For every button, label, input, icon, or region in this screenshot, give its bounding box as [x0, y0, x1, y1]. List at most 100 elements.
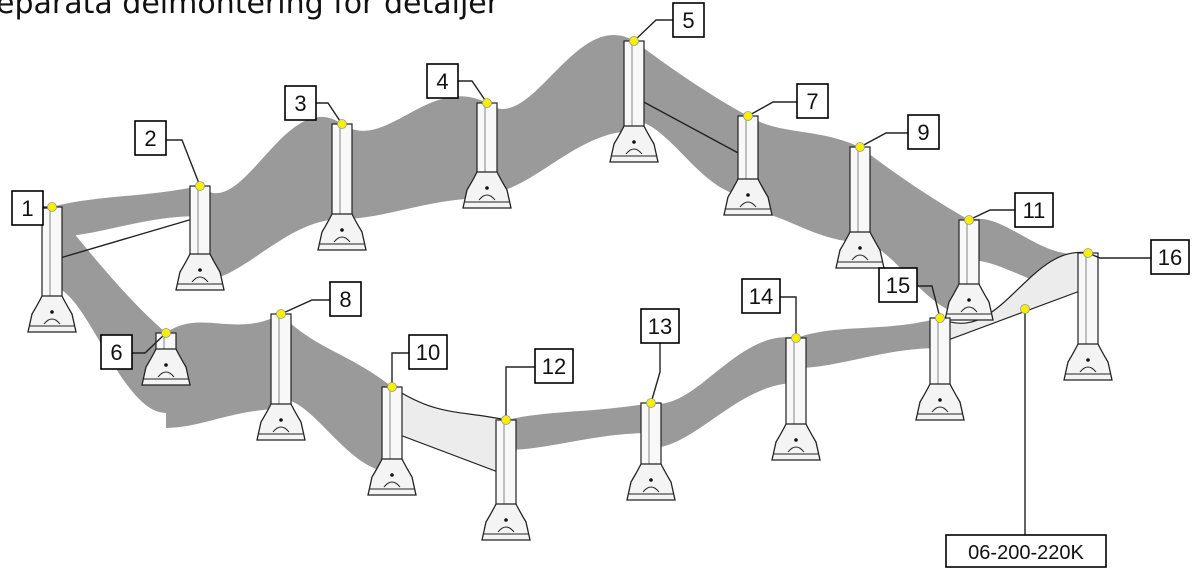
- panel-front-8-10: [281, 314, 392, 472]
- callout-leader-8: [280, 299, 330, 315]
- fence-post-13: [626, 402, 676, 501]
- fence-post-9: [835, 146, 885, 269]
- fence-post-4: [462, 102, 512, 209]
- callout-number-4: 4: [436, 69, 448, 94]
- callout-leader-6: [132, 332, 167, 354]
- callout-box-9: [907, 114, 940, 150]
- callout-leader-3: [316, 102, 343, 125]
- callout-number-3: 3: [294, 91, 306, 116]
- callout-box-4: [426, 63, 459, 99]
- panel-front-1-6: [52, 207, 166, 413]
- callout-box-16: [1150, 239, 1190, 275]
- rail-left: [59, 217, 197, 259]
- callout-number-1: 1: [21, 196, 33, 221]
- fence-post-7: [723, 115, 773, 216]
- callout-number-6: 6: [110, 340, 122, 365]
- callout-number-8: 8: [339, 287, 351, 312]
- callout-number-9: 9: [917, 120, 929, 145]
- fence-posts: [27, 40, 1113, 541]
- callout-leader-12: [505, 366, 535, 420]
- joint-marker-7: [743, 111, 753, 121]
- callout-leader-11: [968, 209, 1015, 221]
- callout-box-7: [796, 83, 829, 119]
- panel-back-1-2: [52, 186, 200, 237]
- panel-front-6-8: [166, 314, 281, 428]
- callout-box-15: [878, 267, 918, 303]
- callout-box-6: [100, 334, 133, 370]
- callout-leader-13: [650, 343, 661, 404]
- joint-marker-1: [47, 202, 57, 212]
- fence-post-14: [771, 337, 821, 461]
- fence-post-16: [1063, 252, 1113, 381]
- fence-post-6: [141, 332, 191, 386]
- joint-marker-11: [964, 215, 974, 225]
- callout-number-15: 15: [886, 273, 910, 298]
- joint-markers: [47, 36, 1093, 425]
- joint-marker-5: [629, 36, 639, 46]
- panel-back-3-4: [342, 96, 487, 219]
- panel-front-13-14: [651, 337, 796, 448]
- part-number-label: 06-200-220K: [968, 542, 1084, 564]
- callout-number-11: 11: [1023, 198, 1046, 223]
- fence-post-2: [175, 185, 225, 291]
- callout-box-11: [1014, 192, 1054, 228]
- fence-post-1: [27, 206, 77, 333]
- callout-box-2: [134, 120, 167, 156]
- callout-number-10: 10: [416, 340, 440, 365]
- diagram-title: eparata delmontering for detaljer: [0, 0, 500, 21]
- joint-marker-14: [791, 333, 801, 343]
- fence-post-8: [256, 313, 306, 441]
- joint-marker-3: [337, 119, 347, 129]
- joint-marker-10: [387, 382, 397, 392]
- callout-box-12: [534, 348, 574, 384]
- callout-box-13: [640, 308, 680, 344]
- joint-marker-2: [195, 181, 205, 191]
- callout-box-14: [741, 278, 781, 314]
- callout-leader-5: [633, 19, 673, 42]
- callout-leader-2: [166, 139, 201, 187]
- callout-box-8: [329, 281, 362, 317]
- callout-leader-4: [458, 80, 488, 104]
- callout-leader-7: [747, 101, 797, 117]
- joint-marker-8: [276, 309, 286, 319]
- callout-box-10: [408, 334, 448, 370]
- rail-back: [639, 99, 743, 156]
- callout-leader-10: [391, 352, 409, 387]
- callout-leader-14: [780, 296, 797, 338]
- callout-leader-15: [917, 285, 941, 319]
- callout-box-5: [672, 2, 705, 38]
- callout-box-3: [284, 85, 317, 121]
- callout-leader-9: [859, 132, 908, 148]
- panel-end-10-12: [391, 385, 507, 476]
- callout-number-12: 12: [542, 354, 566, 379]
- panel-back-9-11: [860, 147, 969, 315]
- callout-number-13: 13: [648, 314, 672, 339]
- panel-back-2-3: [200, 116, 342, 281]
- callout-number-14: 14: [749, 284, 773, 309]
- part-number-box: [945, 534, 1107, 568]
- fence-post-12: [481, 419, 531, 541]
- joint-marker-9: [855, 142, 865, 152]
- panel-back-7-9: [748, 116, 860, 242]
- fence-post-5: [609, 40, 659, 163]
- panel-front-12-13: [506, 403, 651, 450]
- joint-marker-15: [935, 313, 945, 323]
- callout-number-2: 2: [144, 126, 156, 151]
- fence-post-11: [944, 219, 994, 321]
- callout-number-7: 7: [806, 89, 818, 114]
- joint-marker-12: [501, 415, 511, 425]
- joint-marker-16: [1083, 248, 1093, 258]
- panel-back-5-7: [634, 41, 748, 196]
- fence-post-3: [317, 123, 367, 251]
- joint-marker-6: [161, 328, 171, 338]
- joint-marker-13: [646, 398, 656, 408]
- fence-panels: [52, 35, 1089, 476]
- part-number-marker: [1020, 304, 1030, 314]
- panel-back-4-5: [487, 35, 634, 194]
- panel-front-14-15: [796, 318, 940, 368]
- fence-post-15: [915, 317, 965, 421]
- callout-box-1: [11, 190, 44, 226]
